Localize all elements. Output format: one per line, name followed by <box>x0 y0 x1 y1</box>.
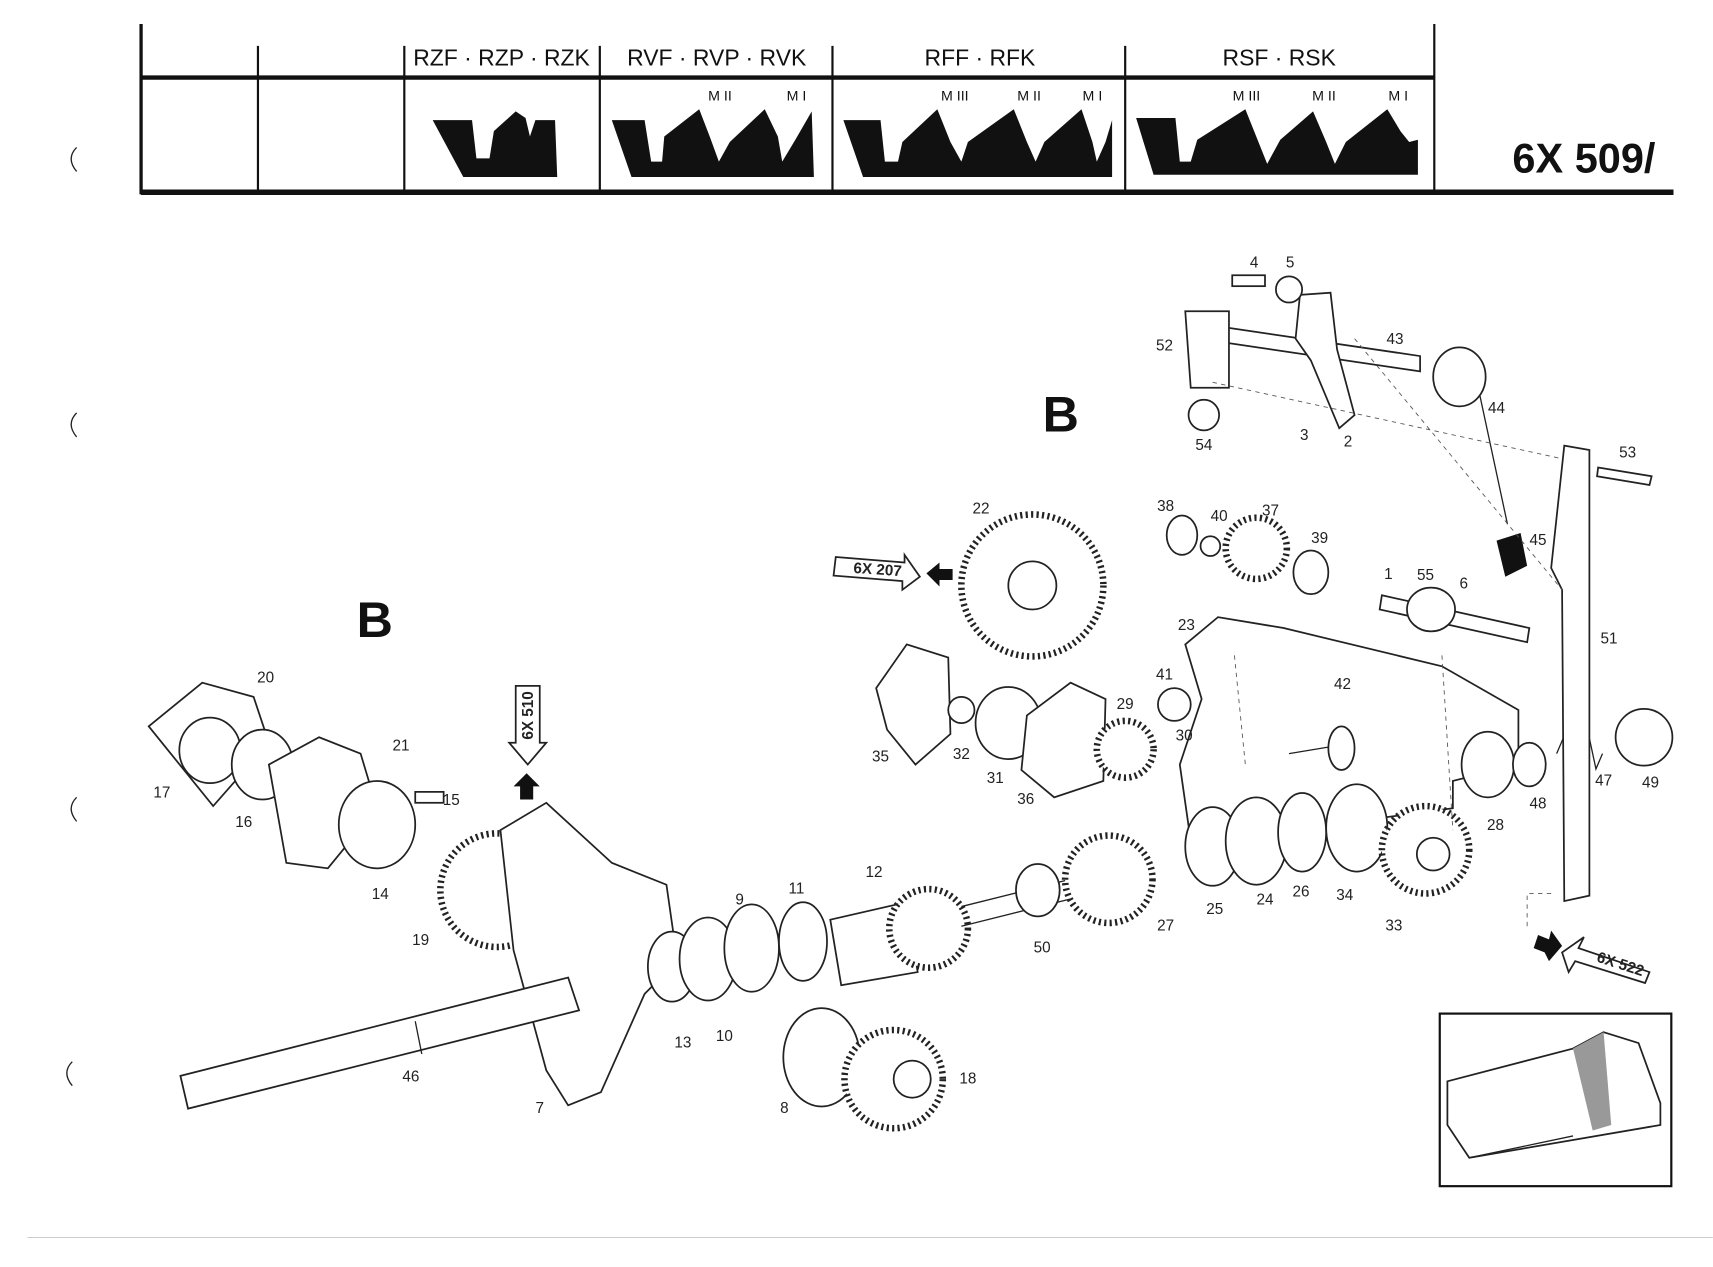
part-number: 51 <box>1601 630 1618 647</box>
module-label: M III <box>941 88 969 104</box>
part-number: 37 <box>1262 503 1279 520</box>
section-label-b: B <box>1043 386 1079 442</box>
tooth-profile-icons <box>432 109 1418 177</box>
part-number: 11 <box>788 880 804 897</box>
part-number: 39 <box>1311 530 1328 547</box>
part-number: 31 <box>987 770 1004 787</box>
part-number: 47 <box>1595 772 1612 789</box>
part-number: 24 <box>1256 891 1273 908</box>
page-reference: 6X 509/ <box>1512 135 1656 182</box>
part-number: 20 <box>257 670 274 687</box>
part-number: 28 <box>1487 817 1504 834</box>
part-number: 13 <box>674 1034 691 1051</box>
part-number: 45 <box>1530 532 1547 549</box>
right-assembly <box>875 274 1674 903</box>
part-number: 5 <box>1286 255 1295 272</box>
col-header-rzf: RZF · RZP · RZK <box>413 45 590 71</box>
part-number: 43 <box>1386 331 1403 348</box>
section-label-b: B <box>357 592 393 648</box>
part-number: 41 <box>1156 666 1173 683</box>
part-number: 23 <box>1178 617 1195 634</box>
module-label: M II <box>1017 88 1041 104</box>
part-number: 50 <box>1034 939 1051 956</box>
module-label: M I <box>1083 88 1103 104</box>
col-header-rsf: RSF · RSK <box>1223 45 1337 71</box>
module-label: M I <box>1388 88 1408 104</box>
part-number: 10 <box>716 1028 733 1045</box>
part-number: 8 <box>780 1100 789 1117</box>
part-number: 15 <box>443 792 460 809</box>
part-number: 42 <box>1334 676 1351 693</box>
part-number: 14 <box>372 886 389 903</box>
part-number: 9 <box>735 891 744 908</box>
part-number: 32 <box>953 746 970 763</box>
part-number: 25 <box>1206 901 1223 918</box>
part-number: 2 <box>1344 434 1353 451</box>
part-number-labels: 4 5 52 43 44 54 3 2 53 22 38 40 37 39 45… <box>153 255 1659 1117</box>
part-number: 27 <box>1157 918 1174 935</box>
part-number: 3 <box>1300 427 1308 444</box>
part-number: 22 <box>973 500 990 517</box>
part-number: 53 <box>1619 445 1636 462</box>
part-number: 26 <box>1293 884 1310 901</box>
part-number: 18 <box>959 1071 976 1088</box>
part-number: 17 <box>153 784 170 801</box>
part-number: 35 <box>872 748 889 765</box>
part-number: 33 <box>1385 918 1402 935</box>
part-number: 29 <box>1117 696 1134 713</box>
cross-ref-6x522[interactable]: 6X 522 <box>1526 893 1651 985</box>
part-number: 34 <box>1336 887 1353 904</box>
part-number: 16 <box>235 814 252 831</box>
cross-ref-6x207[interactable]: 6X 207 <box>832 552 953 592</box>
part-number: 7 <box>536 1100 545 1117</box>
module-label: M II <box>1312 88 1336 104</box>
col-header-rff: RFF · RFK <box>925 45 1036 71</box>
part-number: 30 <box>1176 728 1193 745</box>
inset-detail <box>1438 1012 1673 1188</box>
part-number: 44 <box>1488 400 1505 417</box>
module-label: M I <box>787 88 807 104</box>
part-number: 49 <box>1642 775 1659 792</box>
binder-hole-marks <box>66 146 78 1087</box>
part-number: 1 <box>1384 566 1393 583</box>
module-label: M II <box>708 88 732 104</box>
cross-ref-6x510[interactable]: 6X 510 <box>507 685 549 800</box>
col-header-rvf: RVF · RVP · RVK <box>627 45 807 71</box>
part-number: 21 <box>393 737 410 754</box>
part-number: 4 <box>1250 255 1259 272</box>
svg-text:6X 510: 6X 510 <box>520 691 537 739</box>
part-number: 19 <box>412 932 429 949</box>
header-table: RZF · RZP · RZK RVF · RVP · RVK RFF · RF… <box>139 24 1674 195</box>
part-number: 40 <box>1211 508 1228 525</box>
part-number: 46 <box>402 1068 419 1085</box>
part-number: 55 <box>1417 567 1434 584</box>
part-number: 6 <box>1460 576 1469 593</box>
svg-text:6X 207: 6X 207 <box>853 560 903 580</box>
part-number: 36 <box>1017 791 1034 808</box>
part-number: 54 <box>1195 437 1212 454</box>
module-label: M III <box>1233 88 1261 104</box>
part-number: 38 <box>1157 498 1174 515</box>
left-assembly <box>147 681 1156 1132</box>
part-number: 52 <box>1156 338 1173 355</box>
part-number: 12 <box>865 864 882 881</box>
part-number: 48 <box>1530 795 1547 812</box>
